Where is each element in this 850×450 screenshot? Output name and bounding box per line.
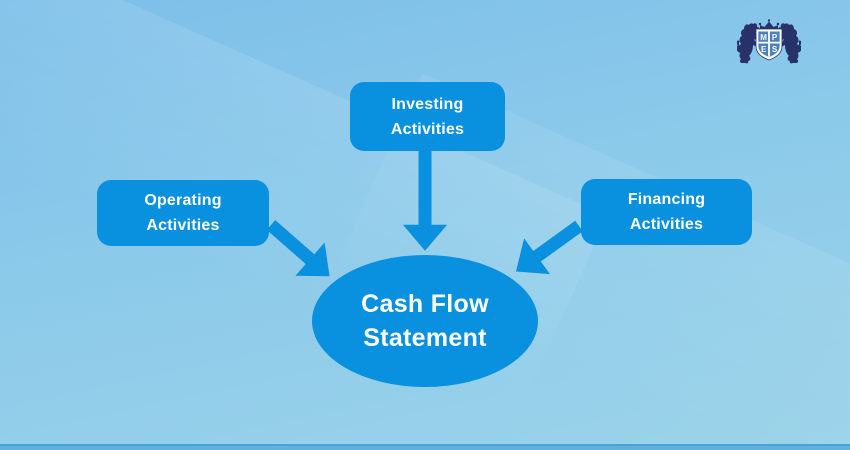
node-label: Operating Activities xyxy=(144,192,222,234)
arrow-operating-to-center xyxy=(266,220,330,277)
center-node-cash-flow-statement: Cash Flow Statement xyxy=(312,255,538,387)
node-label: Financing Activities xyxy=(627,191,706,233)
node-investing-activities: Investing Activities xyxy=(350,82,505,151)
node-label: Investing Activities xyxy=(390,95,465,138)
logo-letter: P xyxy=(772,33,778,42)
node-financing-activities: Financing Activities xyxy=(581,179,752,245)
node-operating-activities: Operating Activities xyxy=(97,180,269,246)
shield-icon: M P E S xyxy=(755,28,783,61)
arrow-financing-to-center xyxy=(515,220,583,275)
mpes-crest-logo: M P E S xyxy=(737,19,801,64)
logo-letter: E xyxy=(761,45,767,54)
center-node-label: Cash Flow Statement xyxy=(361,290,489,352)
lion-left-icon xyxy=(737,23,761,64)
lion-right-icon xyxy=(777,23,801,64)
logo-letter: S xyxy=(772,45,778,54)
footer-strip xyxy=(0,444,850,450)
logo-letter: M xyxy=(760,33,767,42)
